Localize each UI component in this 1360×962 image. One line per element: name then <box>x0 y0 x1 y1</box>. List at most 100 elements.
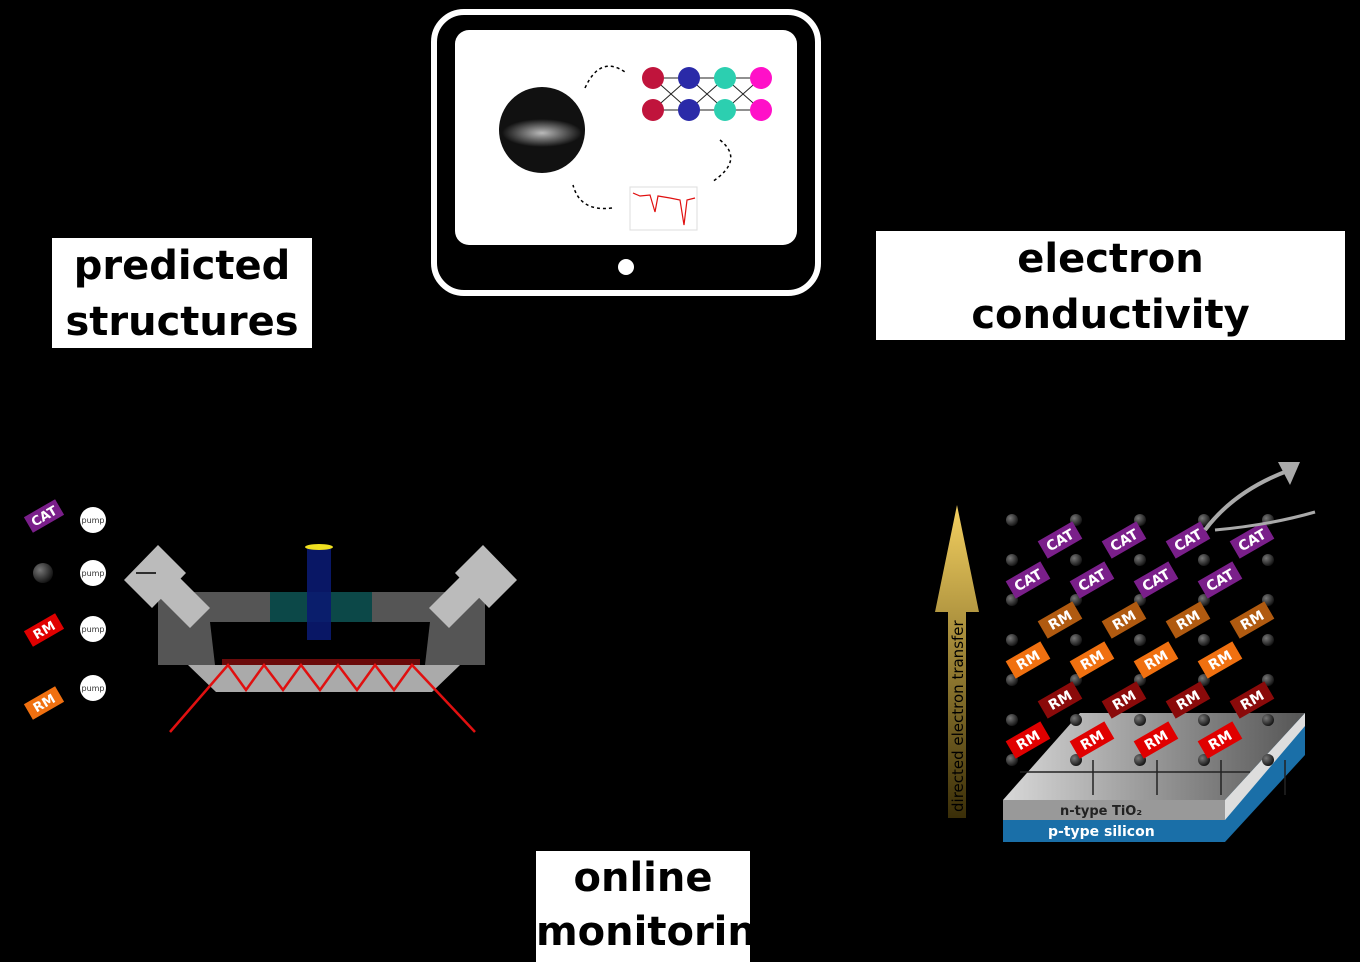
product-arrow <box>1203 468 1291 532</box>
label-line: electron conductivity <box>971 236 1250 338</box>
spectrum-line <box>632 192 696 226</box>
rm-tag: RM <box>1133 641 1179 679</box>
predicted-structures-label: predicted structures <box>52 238 312 348</box>
substrate-sphere <box>1070 714 1082 726</box>
pump: pump <box>80 507 106 533</box>
pump: pump <box>80 675 106 701</box>
network-node <box>642 99 664 121</box>
tag-bg <box>23 686 65 720</box>
online-monitoring-label: online monitoring <box>536 851 750 962</box>
tag-bg <box>1133 641 1179 679</box>
substrate-sphere <box>1262 634 1274 646</box>
tablet <box>431 9 821 296</box>
tio2-label: n-type TiO₂ <box>1060 804 1142 819</box>
substrate-sphere <box>1006 714 1018 726</box>
product-arrowhead <box>1278 462 1300 485</box>
tag-bg <box>1101 521 1147 559</box>
substrate-sphere <box>1262 754 1274 766</box>
rm-tag: RM <box>1069 641 1115 679</box>
substrate-sphere <box>1262 714 1274 726</box>
label-line: online <box>573 855 713 901</box>
sample-film <box>222 659 420 665</box>
substrate-sphere <box>1070 554 1082 566</box>
tag-bg <box>1005 561 1051 599</box>
cat-tag: CAT <box>23 499 65 533</box>
inlet-port <box>124 545 210 628</box>
label-line: structures <box>65 299 299 345</box>
substrate-sphere <box>1134 634 1146 646</box>
rm-tag: RM <box>1037 601 1083 639</box>
pump: pump <box>80 616 106 642</box>
tag-bg <box>1165 521 1211 559</box>
rm-tag: RM <box>1165 601 1211 639</box>
tag-bg <box>1037 601 1083 639</box>
cat-tag: CAT <box>1165 521 1211 559</box>
rm-tag: RM <box>1037 681 1083 719</box>
tag-bg <box>1037 681 1083 719</box>
rm-tag: RM <box>1005 641 1051 679</box>
substrate-sphere <box>1006 554 1018 566</box>
substrate-sphere <box>1134 714 1146 726</box>
sem-texture <box>502 119 582 147</box>
tag-bg <box>1133 721 1179 759</box>
substrate-sphere <box>1134 554 1146 566</box>
rm-tag: RM <box>1229 601 1275 639</box>
pump-circle <box>80 507 106 533</box>
rm-tag: RM <box>1005 721 1051 759</box>
home-button <box>618 259 634 275</box>
substrate-sphere <box>1198 714 1210 726</box>
spectrum-plot <box>629 186 698 231</box>
pump-label: pump <box>81 625 104 634</box>
tag-bg <box>1069 721 1115 759</box>
tag-bg <box>1005 641 1051 679</box>
cat-tag: CAT <box>1005 561 1051 599</box>
label-line: monitoring <box>536 909 750 955</box>
substrate-sphere <box>1262 554 1274 566</box>
tag-bg <box>1229 521 1275 559</box>
tio2-side <box>1225 713 1305 820</box>
tag-bg <box>1197 561 1243 599</box>
lamp <box>305 544 333 550</box>
substrate-sphere <box>1006 634 1018 646</box>
network-node <box>642 67 664 89</box>
cat-tag: CAT <box>1101 521 1147 559</box>
tag-bg <box>1005 721 1051 759</box>
network-node <box>678 67 700 89</box>
substrate-sphere <box>1070 634 1082 646</box>
pump-label: pump <box>81 569 104 578</box>
label-line: performance <box>966 348 1255 394</box>
rm-tag: RM <box>1101 601 1147 639</box>
neural-network-icon <box>642 67 772 121</box>
ir-laser-path <box>169 662 476 733</box>
tag-bg <box>1069 561 1115 599</box>
silicon-label: p-type silicon <box>1048 824 1155 840</box>
tag-bg <box>1101 601 1147 639</box>
substrate-sphere <box>33 563 53 583</box>
substrate-sphere <box>1198 634 1210 646</box>
label-line: predicted <box>73 243 291 289</box>
cat-tag: CAT <box>1069 561 1115 599</box>
network-node <box>678 99 700 121</box>
dashed-arrow <box>572 184 613 210</box>
network-node <box>714 99 736 121</box>
cell-channel <box>210 622 430 665</box>
network-node <box>750 99 772 121</box>
network-node <box>750 67 772 89</box>
tablet-screen <box>455 30 797 245</box>
light-beam <box>307 548 331 640</box>
substrate-arrow <box>1214 510 1316 532</box>
pump-circle <box>80 675 106 701</box>
tag-bg <box>1165 681 1211 719</box>
pump-label: pump <box>81 684 104 693</box>
outlet-port <box>429 545 517 628</box>
cat-tag: CAT <box>1197 561 1243 599</box>
tag-bg <box>23 499 65 533</box>
substrate-sphere <box>1006 514 1018 526</box>
arrow-label: directed electron transfer <box>949 619 967 812</box>
cycle-arrows <box>572 65 732 210</box>
atr-crystal <box>188 665 460 692</box>
cat-tag: CAT <box>1037 521 1083 559</box>
tag-bg <box>23 613 65 647</box>
tag-bg <box>1101 681 1147 719</box>
